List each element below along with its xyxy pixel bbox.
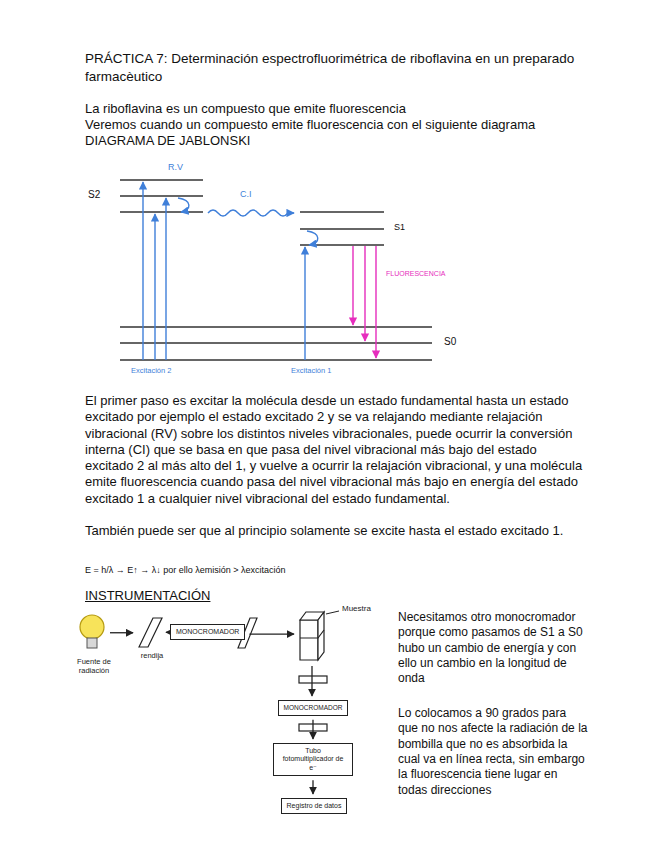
process-label: R.V: [168, 162, 183, 173]
cuvette-outline: [300, 612, 324, 660]
slit: rendija: [137, 617, 164, 648]
state-label: S2: [88, 189, 100, 202]
drawing-part: [364, 246, 365, 341]
flow-arrow: [312, 720, 313, 739]
diagram-heading: DIAGRAMA DE JABLONSKI: [85, 133, 250, 149]
flow-arrow: [249, 633, 294, 634]
process-label: FLUORESCENCIA: [386, 270, 446, 279]
slit-shape: [139, 618, 162, 647]
drawing-part: [120, 359, 432, 361]
drawing-part: [299, 676, 327, 683]
light-source-shape: [78, 613, 106, 653]
drawing-part: [307, 231, 318, 245]
node-text: rendija: [135, 651, 169, 660]
body-paragraph: El primer paso es excitar la molécula de…: [85, 393, 587, 507]
drawing-part: [120, 326, 432, 328]
drawing-part: [120, 195, 203, 197]
flow-arrow: [312, 780, 313, 794]
flow-arrow: [311, 666, 312, 696]
monochromator-box: MONOCROMADOR: [278, 700, 349, 716]
excitation-arrows: [143, 182, 318, 360]
monochromator-box: MONOCROMADOR: [170, 624, 245, 640]
drawing-part: [120, 179, 203, 181]
fluorescence-arrows: [353, 246, 376, 358]
drawing-part: [208, 210, 294, 216]
leader-line: [326, 611, 339, 614]
sample-cuvette: Muestra: [298, 610, 326, 662]
drawing-part: [154, 214, 155, 360]
bulb-glass: [80, 615, 104, 639]
light-source: Fuente de radiación: [78, 613, 106, 653]
node-text: MONOCROMADOR: [284, 704, 343, 712]
s1-levels: [300, 212, 384, 245]
detector-box: Tubo fotomultiplicador de e⁻: [273, 743, 353, 776]
drawing-part: [120, 211, 203, 213]
drawing-part: [300, 211, 384, 213]
side-note: Lo colocamos a 90 grados para que no nos…: [398, 706, 588, 798]
formula-note: E = h/λ → E↑ → λ↓ por ello λemisión > λe…: [85, 565, 286, 576]
bulb-base: [87, 638, 97, 648]
drawing-part: [375, 246, 376, 358]
intro-line: La riboflavina es un compuesto que emite…: [85, 101, 406, 117]
intro-line: Veremos cuando un compuesto emite fluore…: [85, 117, 535, 133]
page-title: PRÁCTICA 7: Determinación espectrofluori…: [85, 50, 590, 85]
s0-levels: [120, 327, 432, 360]
flow-arrow: [166, 632, 168, 633]
node-text: Muestra: [342, 604, 382, 614]
state-label: S0: [444, 336, 456, 349]
drawing-part: [120, 342, 432, 344]
drawing-part: [304, 247, 305, 360]
state-label: S1: [394, 222, 405, 233]
node-text: MONOCROMADOR: [176, 628, 239, 636]
body-paragraph: También puede ser que al principio solam…: [85, 523, 587, 539]
section-heading: INSTRUMENTACIÓN: [85, 588, 210, 604]
process-label: C.I: [240, 189, 252, 200]
drawing-part: [178, 198, 189, 212]
liquid-line: [300, 630, 324, 638]
sample-cuvette-shape: [298, 610, 326, 662]
arrow-label: Excitación 1: [291, 366, 331, 375]
arrow-label: Excitación 2: [131, 366, 171, 375]
side-note: Necesitamos otro monocromador porque com…: [398, 610, 588, 687]
drawing-part: [300, 228, 384, 230]
node-text: Tubo fotomultiplicador de e⁻: [279, 747, 347, 772]
node-text: Fuente de radiación: [72, 657, 116, 675]
flow-arrow: [110, 632, 133, 633]
s2-levels: [120, 180, 203, 212]
node-text: Registro de datos: [287, 802, 342, 810]
data-box: Registro de datos: [281, 798, 348, 814]
drawing-part: [352, 246, 353, 325]
slit-shape: [137, 617, 164, 648]
drawing-part: [142, 182, 143, 360]
cuvette-front: [300, 620, 318, 660]
drawing-part: [165, 198, 166, 360]
